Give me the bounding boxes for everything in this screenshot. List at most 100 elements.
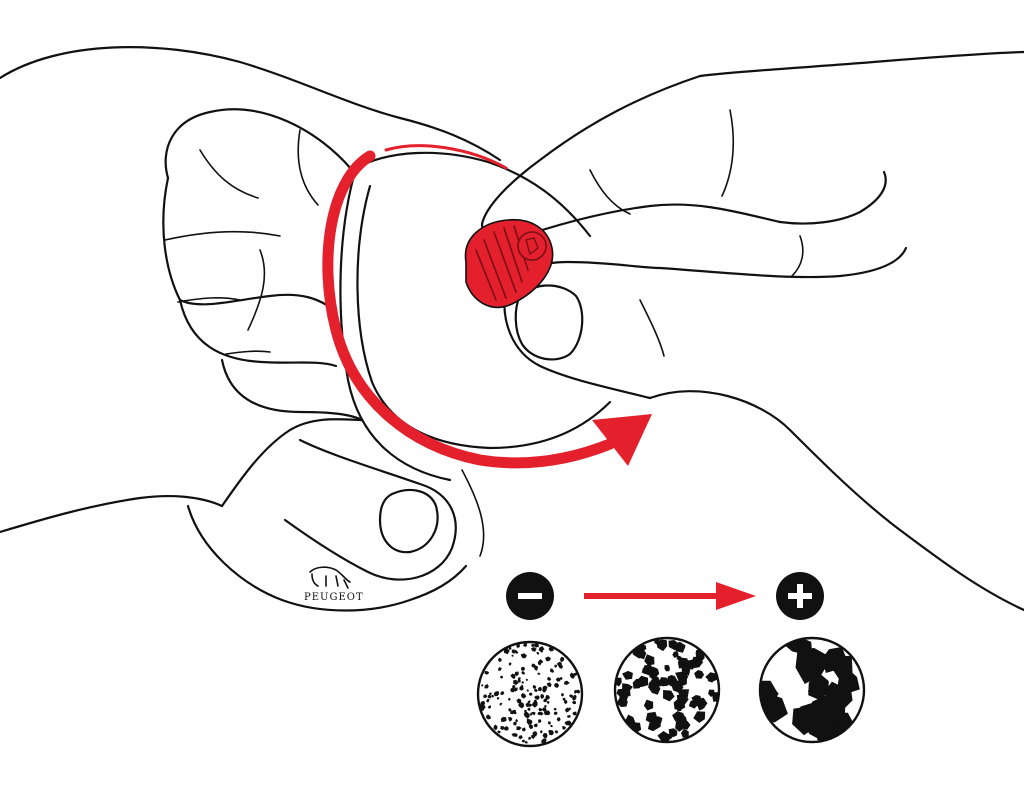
pepper-particle xyxy=(493,724,498,731)
pepper-particle xyxy=(522,643,527,648)
brand-logo: PEUGEOT xyxy=(304,566,364,603)
pepper-particle xyxy=(514,733,518,738)
pepper-particle xyxy=(487,705,492,709)
pepper-particle xyxy=(517,679,521,683)
pepper-particle xyxy=(527,707,531,711)
pepper-particle xyxy=(528,736,531,740)
pepper-particle xyxy=(526,718,530,722)
pepper-particle xyxy=(831,655,853,679)
pepper-particle xyxy=(563,680,570,685)
right-crease-2 xyxy=(721,109,735,197)
pepper-particle xyxy=(644,654,655,666)
pepper-particle xyxy=(542,685,548,690)
adjustment-knob xyxy=(464,219,554,309)
pepper-particle xyxy=(572,694,577,700)
pepper-particle xyxy=(538,686,542,692)
pepper-particle xyxy=(679,719,691,730)
left-thumb xyxy=(283,438,457,581)
pepper-particle xyxy=(555,677,561,682)
pepper-particle xyxy=(540,730,543,734)
left-finger-4 xyxy=(220,358,364,422)
pepper-particle xyxy=(525,678,528,681)
pepper-particle xyxy=(508,717,513,722)
pepper-particle xyxy=(562,726,567,730)
pepper-particle xyxy=(569,672,575,679)
grind-samples xyxy=(476,636,866,748)
pepper-particle xyxy=(546,682,552,688)
pepper-particle xyxy=(536,651,540,655)
pepper-particle xyxy=(518,702,522,708)
pepper-particle xyxy=(705,672,718,683)
pepper-particle xyxy=(621,687,631,698)
pepper-particle xyxy=(500,726,505,730)
pepper-particle xyxy=(538,707,543,712)
pepper-particle xyxy=(533,688,538,692)
pepper-particle xyxy=(524,709,528,713)
pepper-particle xyxy=(499,702,503,706)
pepper-particle xyxy=(569,694,573,698)
pepper-particle xyxy=(526,689,529,692)
pepper-particle xyxy=(658,677,670,687)
pepper-particle xyxy=(546,676,552,681)
pepper-particle xyxy=(516,643,520,649)
pepper-particle xyxy=(678,677,687,686)
pepper-particle xyxy=(529,712,533,716)
pepper-particle xyxy=(541,738,547,743)
pepper-particle xyxy=(799,699,831,734)
pepper-particle xyxy=(823,681,844,705)
pepper-particle xyxy=(521,739,525,743)
pepper-particle xyxy=(508,662,512,666)
pepper-particle xyxy=(500,690,505,695)
pepper-particle xyxy=(510,673,516,680)
pepper-particle xyxy=(508,646,512,650)
pepper-particle xyxy=(566,715,571,718)
pepper-particle xyxy=(531,711,536,716)
rotation-arrow-band xyxy=(322,150,616,469)
left-palm-edge xyxy=(220,418,364,508)
pepper-particle xyxy=(663,690,675,702)
mill-top-rim xyxy=(354,151,592,238)
pepper-particle xyxy=(520,666,526,671)
pepper-particle xyxy=(533,699,537,704)
left-crease-1 xyxy=(199,149,259,199)
pepper-particle xyxy=(533,723,538,728)
pepper-particle xyxy=(563,700,568,705)
mill-base xyxy=(186,504,468,612)
lion-emblem-icon xyxy=(309,566,351,589)
right-arm-bottom xyxy=(648,390,1024,612)
pepper-particle xyxy=(516,726,522,731)
pepper-particle xyxy=(708,689,715,697)
pepper-particle xyxy=(491,694,494,698)
pepper-particle xyxy=(656,639,668,652)
pepper-particle xyxy=(641,664,656,676)
grind-sample-coarse xyxy=(758,636,866,744)
pepper-particle xyxy=(531,647,537,652)
left-thumbnail xyxy=(378,488,439,554)
right-arm-top xyxy=(698,50,1024,78)
pepper-particle xyxy=(511,649,516,654)
pepper-particle xyxy=(648,678,659,689)
pepper-particle xyxy=(576,689,581,694)
pepper-particle xyxy=(571,700,576,705)
right-ring-finger xyxy=(658,246,908,279)
pepper-particle xyxy=(694,670,705,679)
pepper-particle xyxy=(550,669,554,673)
left-finger-2 xyxy=(162,176,338,314)
pepper-particle xyxy=(664,664,670,672)
pepper-particle xyxy=(545,656,551,662)
left-crease-2 xyxy=(297,129,319,206)
pepper-particle xyxy=(568,707,571,711)
pepper-particle xyxy=(545,695,550,700)
pepper-particle xyxy=(537,661,542,666)
pepper-particle xyxy=(572,711,577,716)
pepper-particle xyxy=(511,654,514,657)
pepper-particle xyxy=(540,649,544,653)
minus-sign xyxy=(518,593,542,599)
pepper-particle xyxy=(486,698,490,703)
pepper-particle xyxy=(524,713,530,719)
pepper-particle xyxy=(550,724,553,728)
brand-name: PEUGEOT xyxy=(304,592,364,603)
left-crease-3 xyxy=(247,249,266,331)
right-crease-4 xyxy=(639,299,665,357)
mill-body-left xyxy=(339,166,452,482)
